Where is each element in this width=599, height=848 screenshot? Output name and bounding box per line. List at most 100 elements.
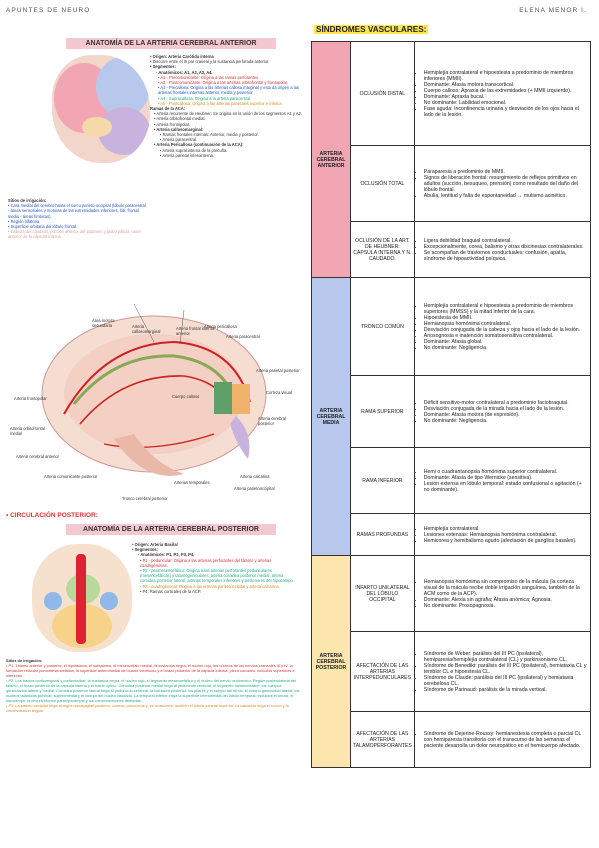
- diagram-label-2: Arteria callosomarginal: [132, 324, 161, 335]
- row-sub: OCLUSIÓN TOTAL: [350, 145, 415, 222]
- list-item: No dominante: Negligencia.: [424, 418, 588, 424]
- pca-sitios: Sitios de irrigación: • P1: Tálamo anter…: [6, 658, 302, 713]
- aca-text-block: • Origen: Arteria Carótida interna • Dis…: [150, 54, 302, 158]
- list-item: Síndrome de Claude: parálisis del III PC…: [424, 675, 588, 687]
- list-item: Abulia, lentitud y falta de espontaneida…: [424, 193, 588, 199]
- row-sub: AFECTACIÓN DE LAS ARTERIAS INTERPEDUNCUL…: [350, 631, 415, 712]
- table-row: RAMA SUPERIOR Déficit sensitivo-motor co…: [312, 375, 592, 448]
- row-desc: Hemiplejía contralateral e hipoestesia a…: [413, 277, 592, 376]
- list-item: Dominante: Afasia motora (de expresión).: [424, 412, 588, 418]
- row-sub: OCLUSIÓN DISTAL: [350, 41, 415, 146]
- row-sub: RAMAS PROFUNDAS: [350, 513, 415, 556]
- row-sub: TRONCO COMÚN: [350, 277, 415, 376]
- diagram-label-10: Tronco cerebral posterior: [122, 496, 168, 501]
- list-item: Anosognosia e inatención somatosensitiva…: [424, 333, 588, 339]
- aca-title: ANATOMÍA DE LA ARTERIA CEREBRAL ANTERIOR: [66, 38, 276, 49]
- pca-anatomic: - Anatómicos: P1, P2, P3, P4.: [138, 552, 195, 558]
- table-row: OCLUSIÓN TOTAL Paraparesia a predominio …: [312, 145, 592, 222]
- pca-sitios-title: Sitios de irrigación:: [6, 658, 43, 663]
- table-row: OCLUSIÓN DE LA ART. DE HEUBNER: CÁPSULA …: [312, 221, 592, 278]
- diagram-label-11: Arteria cerebral anterior: [16, 454, 60, 459]
- list-item: No dominante: Prosopagnosia.: [424, 603, 588, 609]
- pca-p2: • P2 - perimesencefálico: Origina a las …: [140, 568, 294, 584]
- group-aca: ARTERIA CEREBRAL ANTERIOR: [311, 41, 351, 278]
- row-desc: Hemi o cuadrantanopsia homónima superior…: [413, 447, 592, 514]
- list-item: Hemiplejía contralateral e hipoestesia a…: [424, 70, 588, 82]
- list-item: Síndrome de Parinaud: parálisis de la mi…: [424, 687, 588, 693]
- aca-r4b: ▪ Arteria paracentral.: [160, 137, 198, 143]
- aca-a3: • A3 - Precallosa: Origina a las arteria…: [158, 85, 299, 96]
- diagram-label-15: Arterias temporales: [174, 480, 210, 485]
- pca-brain-illustration: [32, 544, 132, 652]
- list-item: Síndrome de Benedikt: parálisis del III …: [424, 663, 588, 675]
- diagram-label-8: Arteria calcarina: [240, 474, 270, 479]
- header-right: ELENA MENOR I.: [519, 7, 587, 14]
- pca-p1: • P1 - peduncular: Origina a las arteria…: [140, 557, 272, 568]
- row-sub: AFECTACIÓN DE LAS ARTERIAS TALAMOPERFORA…: [350, 711, 415, 768]
- row-desc: Síndrome de Weber: parálisis del III PC …: [413, 631, 592, 712]
- aca-r4a: ▪ Ramas frontales internas: Anterior, me…: [160, 132, 259, 138]
- diagram-label-3: Arteria frontal interna anterior: [176, 326, 215, 337]
- list-item: Síndrome de Dejerine-Roussy: hemianestes…: [424, 731, 588, 749]
- pca-text-block: • Origen: Arteria Basilar • Segmentos: -…: [132, 542, 300, 594]
- list-item: Lesiones extensas: Hemianopsia homónima …: [424, 532, 588, 538]
- group-acp: ARTERIA CEREBRAL POSTERIOR: [311, 555, 351, 768]
- medial-brain-svg: [41, 303, 267, 476]
- aca-sitios: Sitios de irrigación: • Cara medial del …: [8, 198, 148, 240]
- circulation-title: • CIRCULACIÓN POSTERIOR:: [6, 512, 98, 519]
- list-item: Lesión extensa en lóbulo temporal: estad…: [424, 481, 588, 493]
- aca-s3: • Superficie orbitaria del lóbulo fronta…: [8, 224, 78, 230]
- list-item: Fase aguda: Incontinencia urinaria y des…: [424, 106, 588, 118]
- list-item: Se acompañan de trastornos conductuales:…: [424, 250, 588, 262]
- list-item: Dominante: Alexia sin agrafia; Afasia an…: [424, 597, 588, 603]
- list-item: Cuerpo calloso: Apraxia de las extremida…: [424, 88, 588, 94]
- list-item: Hemianopsia homónima sin compromiso de l…: [424, 579, 588, 597]
- syndromes-title: SÍNDROMES VASCULARES:: [314, 25, 429, 34]
- row-desc: Hemiplejía contralateral e hipoestesia a…: [413, 41, 592, 146]
- aca-r5b: ▪ Arteria parietal inferointerna.: [160, 152, 215, 158]
- diagram-label-1: Área motora secundaria: [92, 318, 115, 329]
- aca-origin2: • Discurre entre el III par craneal y la…: [150, 59, 270, 65]
- aca-r1: • Arteria recurrente de Heubner: Se orig…: [154, 111, 302, 117]
- row-desc: Hemianopsia homónima sin compromiso de l…: [413, 555, 592, 632]
- table-row: RAMAS PROFUNDAS Hemiplejía contralateral…: [312, 513, 592, 556]
- pca-s2: • P2: Los tractos corticoespinal y corti…: [6, 678, 300, 703]
- pca-p4: • P4: Ramas corticales de la ACP.: [140, 588, 202, 594]
- list-item: Signos de liberación frontal: resurgimie…: [424, 175, 588, 193]
- row-sub: INFARTO UNILATERAL DEL LÓBULO OCCIPITAL: [350, 555, 415, 632]
- row-desc: Síndrome de Dejerine-Roussy: hemianestes…: [413, 711, 592, 768]
- list-item: Dominante: Afasia de tipo Wernicke (sens…: [424, 475, 588, 481]
- aca-a5: • A5 - Postcallosa: Origina a las arteri…: [158, 100, 283, 106]
- diagram-label-17: Cuerpo calloso: [172, 394, 200, 399]
- aca-anatomic: - Anatómicos: A1, A2, A3, A4.: [156, 69, 213, 75]
- row-desc: Ligera debilidad braquial contralateral.…: [413, 221, 592, 278]
- aca-s4: • Cabeza del caudado, porción anterior d…: [8, 229, 141, 240]
- diagram-label-4: Arteria paracentral: [226, 334, 260, 339]
- table-row: ARTERIA CEREBRAL MEDIA TRONCO COMÚN Hemi…: [311, 277, 592, 556]
- row-sub: OCLUSIÓN DE LA ART. DE HEUBNER: CÁPSULA …: [350, 221, 415, 278]
- pca-s3: • P3: La parieto occipital irriga la reg…: [6, 703, 289, 713]
- aca-r5: • Arteria Pericallosa (continuación de l…: [154, 142, 244, 148]
- pca-title: ANATOMÍA DE LA ARTERIA CEREBRAL POSTERIO…: [66, 524, 276, 535]
- list-item: Dominante: Afasia motora transcortical.: [424, 82, 588, 88]
- diagram-label-13: Arteria orbitofrontal medial: [10, 426, 45, 437]
- diagram-label-9: Arteria parietooccipital: [234, 486, 275, 491]
- row-sub: RAMA INFERIOR: [350, 447, 415, 514]
- table-row: AFECTACIÓN DE LAS ARTERIAS TALAMOPERFORA…: [312, 711, 592, 768]
- aca-origin: • Origen: Arteria Carótida interna: [150, 54, 214, 59]
- row-sub: RAMA SUPERIOR: [350, 375, 415, 448]
- list-item: Dominante: Apraxia bucal.: [424, 94, 588, 100]
- list-item: No dominante: Negligencia.: [424, 345, 588, 351]
- diagram-label-5: Arteria parietal posterior: [256, 368, 300, 373]
- aca-s1: • Cara medial del cerebro hasta el surco…: [8, 203, 146, 219]
- table-row: RAMA INFERIOR Hemi o cuadrantanopsia hom…: [312, 447, 592, 514]
- list-item: Hemicorea y hemibalismo agudo (afectació…: [424, 538, 588, 544]
- list-item: No dominante: Labilidad emocional.: [424, 100, 588, 106]
- diagram-label-6: Arteria cerebral posterior: [258, 416, 286, 427]
- row-desc: Hemiplejía contralateral. Lesiones exten…: [413, 513, 592, 556]
- header-left: APUNTES DE NEURO: [6, 7, 91, 14]
- list-item: Excepcionalmente, corea, balismo y otras…: [424, 244, 588, 250]
- list-item: Paraparesia a predominio de MMII.: [424, 169, 588, 175]
- group-acm: ARTERIA CEREBRAL MEDIA: [311, 277, 351, 556]
- pca-segments: • Segmentos:: [132, 547, 158, 553]
